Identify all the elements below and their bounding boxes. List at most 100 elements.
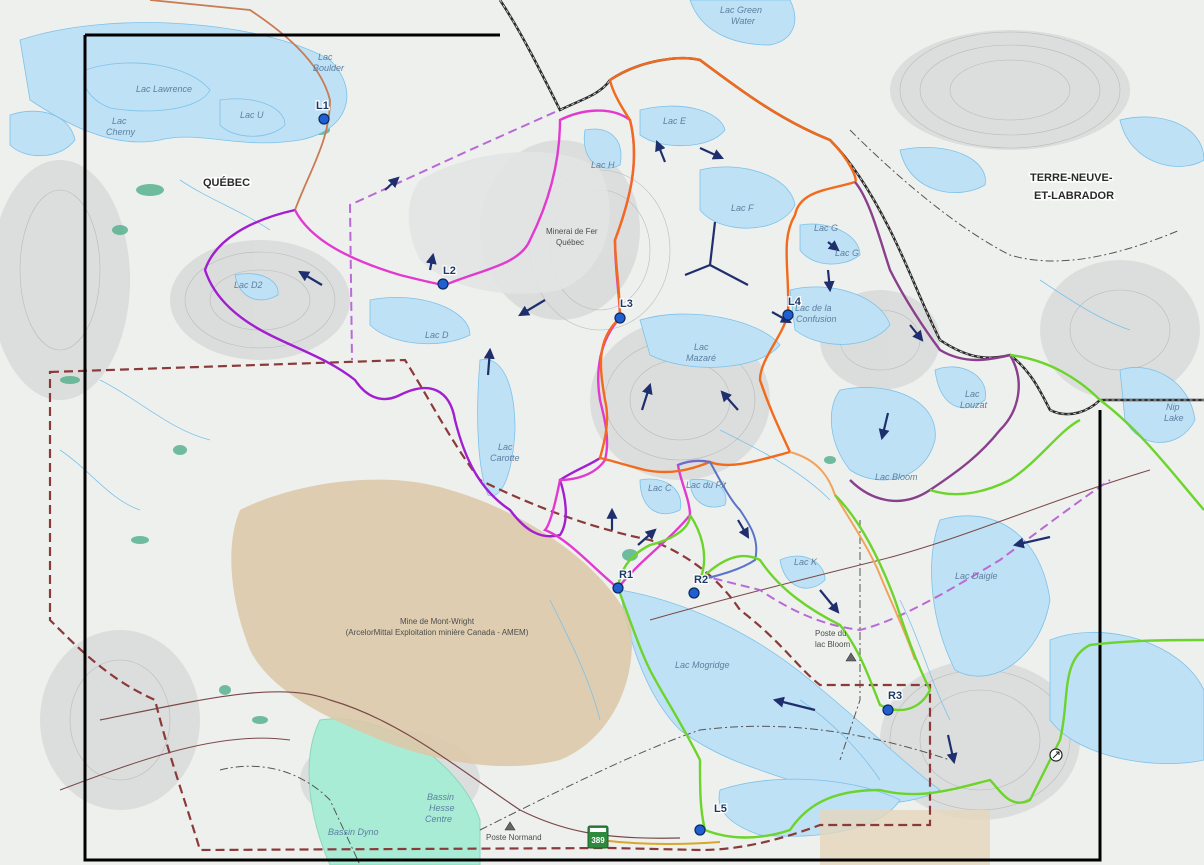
label-poste-bloom-2: lac Bloom bbox=[815, 640, 850, 649]
label-lac-confusion-1: Lac de la bbox=[795, 303, 832, 313]
route-number: 389 bbox=[591, 836, 605, 845]
label-bassin-hesse-1: Bassin bbox=[427, 792, 454, 802]
lac-daigle-water bbox=[931, 515, 1051, 677]
poste-bloom-triangle bbox=[845, 652, 857, 662]
label-lac-d2: Lac D2 bbox=[234, 280, 263, 290]
label-nip-lake-2: Lake bbox=[1164, 413, 1184, 423]
station-l3-dot[interactable] bbox=[614, 312, 626, 324]
station-l1-dot[interactable] bbox=[318, 113, 330, 125]
label-lac-d: Lac D bbox=[425, 330, 449, 340]
station-l2-label: L2 bbox=[443, 265, 456, 277]
tower-icon-glyph bbox=[1052, 751, 1060, 759]
poste-normand-triangle bbox=[504, 821, 516, 831]
watershed-orange bbox=[598, 57, 857, 474]
lac-c-water bbox=[639, 478, 682, 515]
watershed-blue bbox=[677, 459, 758, 581]
station-r2-label: R2 bbox=[694, 574, 708, 586]
station-r3-dot[interactable] bbox=[882, 704, 894, 716]
station-l4-label: L4 bbox=[788, 296, 802, 308]
label-lac-green-water-1: Lac Green bbox=[720, 5, 762, 15]
lac-green-water-water bbox=[689, 0, 796, 46]
label-nip-lake-1: Nip bbox=[1166, 402, 1180, 412]
label-lac-mazare-2: Mazaré bbox=[686, 353, 716, 363]
station-l2-dot[interactable] bbox=[437, 278, 449, 290]
station-r1-label: R1 bbox=[619, 569, 633, 581]
lac-u-water bbox=[219, 98, 286, 137]
station-l4-dot[interactable] bbox=[782, 309, 794, 321]
station-l3-label: L3 bbox=[620, 298, 633, 310]
label-lac-carotte-1: Lac bbox=[498, 442, 513, 452]
lac-cherny-water bbox=[9, 110, 76, 157]
label-lac-confusion-2: Confusion bbox=[796, 314, 837, 324]
water-bodies bbox=[9, 0, 1204, 837]
stations-layer bbox=[318, 113, 894, 836]
label-lac-c: Lac C bbox=[648, 483, 672, 493]
lac-carotte-water bbox=[477, 358, 516, 497]
watershed-green bbox=[616, 353, 1204, 839]
label-bassin-dyno: Bassin Dyno bbox=[328, 827, 379, 837]
label-lac-lawrence: Lac Lawrence bbox=[136, 84, 192, 94]
station-r2-dot[interactable] bbox=[688, 587, 700, 599]
lac-du-pit-water bbox=[689, 478, 727, 508]
label-lac-f: Lac F bbox=[731, 203, 754, 213]
label-lac-daigle: Lac Daigle bbox=[955, 571, 998, 581]
flow-arrows bbox=[298, 139, 1051, 765]
label-lac-mogridge: Lac Mogridge bbox=[675, 660, 730, 670]
south-sand-area bbox=[820, 810, 990, 865]
watershed-orange-east bbox=[789, 451, 916, 661]
label-lac-h: Lac H bbox=[591, 160, 615, 170]
label-minerai-fer-1: Minerai de Fer bbox=[546, 227, 598, 236]
lac-k-water bbox=[779, 555, 826, 589]
east-lakes-water bbox=[1049, 632, 1204, 764]
label-lac-louzat-1: Lac bbox=[965, 389, 980, 399]
label-lac-louzat-2: Louzat bbox=[960, 400, 988, 410]
infrastructure-lines bbox=[59, 129, 1181, 865]
lac-lawrence-water bbox=[83, 62, 211, 112]
label-lac-carotte-2: Carotte bbox=[490, 453, 520, 463]
flow-divide-lac-f bbox=[684, 221, 749, 286]
lac-d-water bbox=[369, 296, 471, 345]
label-minerai-fer-2: Québec bbox=[556, 238, 584, 247]
label-lac-mazare-1: Lac bbox=[694, 342, 709, 352]
northwest-boundary-line bbox=[149, 0, 331, 211]
station-l5-dot[interactable] bbox=[694, 824, 706, 836]
label-lac-g-1: Lac G bbox=[814, 223, 838, 233]
label-poste-normand: Poste Normand bbox=[486, 833, 542, 842]
label-lac-boulder-1: Lac bbox=[318, 52, 333, 62]
province-labrador-2: ET-LABRADOR bbox=[1034, 190, 1114, 202]
north-east-lakes-water bbox=[899, 146, 986, 193]
mine-mont-wright-area bbox=[231, 479, 632, 767]
station-r3-label: R3 bbox=[888, 690, 902, 702]
label-lac-boulder-2: Boulder bbox=[313, 63, 345, 73]
label-lac-bloom: Lac Bloom bbox=[875, 472, 918, 482]
label-mine-mont-wright-1: Mine de Mont-Wright bbox=[400, 617, 475, 626]
streams bbox=[59, 179, 1131, 781]
label-lac-green-water-2: Water bbox=[731, 16, 756, 26]
label-lac-e: Lac E bbox=[663, 116, 687, 126]
label-lac-g-2: Lac G bbox=[835, 248, 859, 258]
label-bassin-hesse-3: Centre bbox=[425, 814, 452, 824]
station-l5-label: L5 bbox=[714, 803, 727, 815]
lac-louzat-water bbox=[934, 366, 986, 409]
study-area-boundary bbox=[83, 33, 1102, 862]
label-mine-mont-wright-2: (ArcelorMittal Exploitation minière Cana… bbox=[346, 628, 529, 637]
station-l1-label: L1 bbox=[316, 100, 329, 112]
label-lac-du-pit: Lac du Pit bbox=[686, 480, 727, 490]
station-r1-dot[interactable] bbox=[612, 582, 624, 594]
mine-minerai-fer-area bbox=[408, 151, 610, 294]
lac-d2-water bbox=[234, 273, 279, 301]
claim-boundary-line bbox=[48, 358, 932, 852]
dashed-purple-boundary bbox=[348, 111, 556, 361]
watershed-purple bbox=[203, 208, 601, 538]
dashed-purple-boundary-east bbox=[699, 479, 1111, 632]
lac-f-water bbox=[699, 166, 796, 229]
province-quebec: QUÉBEC bbox=[203, 176, 250, 189]
label-lac-k: Lac K bbox=[794, 557, 818, 567]
label-lac-u: Lac U bbox=[240, 110, 264, 120]
label-bassin-hesse-2: Hesse bbox=[429, 803, 455, 813]
lac-h-water bbox=[583, 128, 622, 169]
far-east-lake-water bbox=[1119, 116, 1204, 167]
label-lac-cherny-2: Cherny bbox=[106, 127, 136, 137]
label-poste-bloom-1: Poste du bbox=[815, 629, 847, 638]
